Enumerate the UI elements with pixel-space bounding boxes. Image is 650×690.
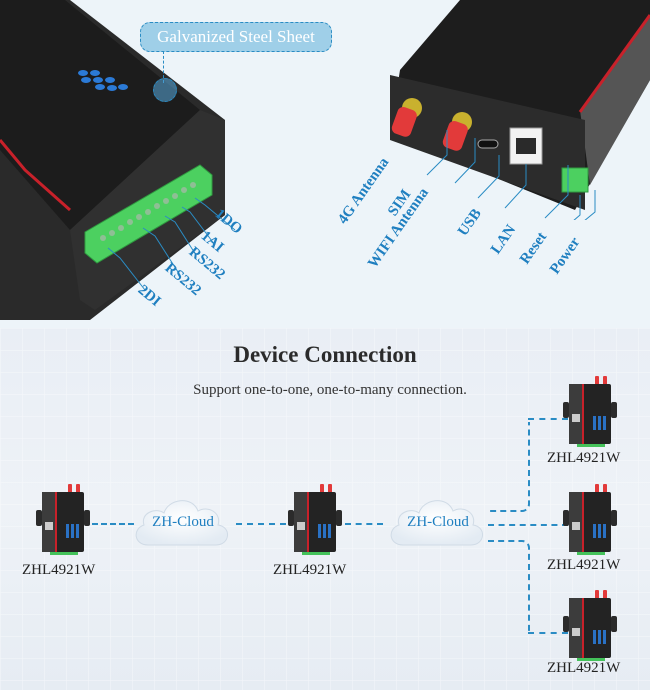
status-leds [78, 70, 128, 91]
device-name-4: ZHL4921W [547, 557, 621, 573]
link-branch-device3 [528, 418, 568, 420]
section-subtitle: Support one-to-one, one-to-many connecti… [193, 382, 467, 398]
red-stripe [0, 139, 71, 212]
link-cloud2-device4 [488, 524, 568, 526]
terminal-leader-lines [107, 197, 236, 291]
device-name-1: ZHL4921W [22, 562, 96, 578]
label-lan: LAN [488, 222, 520, 258]
port-leader-lines [426, 130, 596, 220]
device-top-panel [0, 0, 200, 230]
antenna-wifi [442, 112, 472, 151]
device-icon-5 [559, 590, 621, 662]
device-icon-2 [284, 484, 346, 556]
link-branch-device5 [528, 632, 568, 634]
device-icon-4 [559, 484, 621, 556]
section-title: Device Connection [233, 342, 417, 367]
cloud-icon [390, 500, 483, 546]
cloud-icon [135, 500, 228, 546]
product-detail-section: Galvanized Steel Sheet 1DO 1AI RS232 RS2… [0, 0, 650, 328]
link-device2-cloud2 [345, 523, 383, 525]
callout-marker [153, 78, 177, 102]
link-cloud2-branch-down [488, 540, 530, 634]
cloud-1: ZH-Cloud [130, 491, 236, 555]
power-terminal [561, 167, 589, 193]
cloud-label: ZH-Cloud [152, 514, 214, 530]
link-cloud2-branch-up [488, 422, 530, 512]
link-device1-cloud1 [92, 523, 134, 525]
cloud-2: ZH-Cloud [385, 491, 491, 555]
right-device-illustration [390, 0, 650, 220]
callout-leader-line [163, 51, 164, 83]
label-reset: Reset [517, 229, 551, 268]
device-name-5: ZHL4921W [547, 660, 621, 676]
galvanized-steel-callout: Galvanized Steel Sheet [140, 22, 332, 52]
device-grey-panel [580, 15, 650, 185]
device-icon-3 [559, 376, 621, 448]
antenna-4g [391, 98, 422, 137]
terminal-screws [100, 182, 196, 241]
device-name-2: ZHL4921W [273, 562, 347, 578]
device-connection-section: Device Connection Support one-to-one, on… [0, 328, 650, 690]
lan-port-socket [516, 138, 536, 154]
usb-port [477, 139, 499, 149]
device-icon-1 [32, 484, 94, 556]
device-name-3: ZHL4921W [547, 450, 621, 466]
label-power: Power [547, 234, 584, 278]
red-stripe [578, 14, 650, 113]
cloud-label: ZH-Cloud [407, 514, 469, 530]
link-cloud1-device2 [236, 523, 286, 525]
